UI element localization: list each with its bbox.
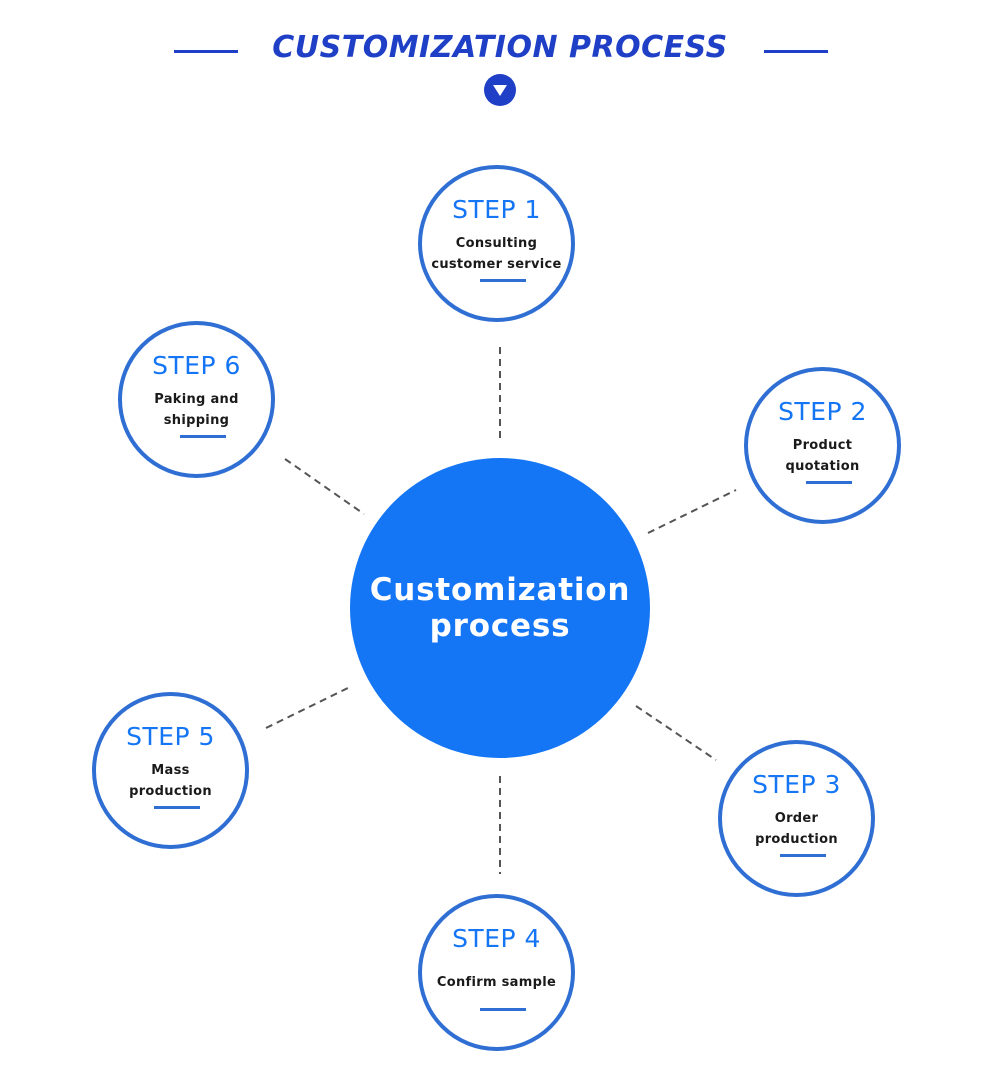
step-underline — [806, 481, 852, 484]
step-title: STEP 6 — [152, 351, 241, 380]
step-description-line: shipping — [163, 413, 230, 428]
title-right-rule — [764, 50, 828, 53]
connector-step2 — [647, 489, 737, 534]
step-underline — [480, 279, 526, 282]
header: CUSTOMIZATION PROCESS — [0, 26, 1000, 76]
step-description-line: Product — [792, 438, 853, 453]
step-description: Product quotation — [748, 435, 897, 477]
step-description-line: production — [755, 832, 838, 847]
step-description-line: Consulting — [455, 236, 538, 251]
step-description: Consulting customer service — [422, 233, 571, 275]
step-3-node: STEP 3 Order production — [718, 740, 875, 897]
center-label-line2: process — [429, 608, 571, 644]
step-description-line: Order — [774, 811, 819, 826]
step-4-node: STEP 4 Confirm sample — [418, 894, 575, 1051]
step-underline — [480, 1008, 526, 1011]
step-description: Mass production — [96, 760, 245, 802]
step-description: Order production — [722, 808, 871, 850]
connector-step6 — [284, 458, 365, 515]
chevron-down-circle-icon — [484, 74, 516, 106]
step-description-line: Mass — [151, 763, 190, 778]
page-title: CUSTOMIZATION PROCESS — [272, 30, 728, 65]
step-description: Confirm sample — [422, 972, 571, 993]
step-description: Paking and shipping — [122, 389, 271, 431]
step-description-line: Confirm sample — [436, 975, 557, 990]
step-1-node: STEP 1 Consulting customer service — [418, 165, 575, 322]
step-description-line: production — [129, 784, 212, 799]
step-5-node: STEP 5 Mass production — [92, 692, 249, 849]
step-title: STEP 4 — [452, 924, 541, 953]
step-underline — [780, 854, 826, 857]
center-node: Customization process — [350, 458, 650, 758]
step-title: STEP 3 — [752, 770, 841, 799]
connector-step5 — [265, 685, 353, 729]
step-underline — [154, 806, 200, 809]
step-title: STEP 1 — [452, 195, 541, 224]
step-2-node: STEP 2 Product quotation — [744, 367, 901, 524]
connector-step3 — [635, 705, 717, 761]
step-underline — [180, 435, 226, 438]
step-description-line: quotation — [785, 459, 860, 474]
step-title: STEP 2 — [778, 397, 867, 426]
step-title: STEP 5 — [126, 722, 215, 751]
step-description-line: customer service — [431, 257, 562, 272]
step-6-node: STEP 6 Paking and shipping — [118, 321, 275, 478]
title-left-rule — [174, 50, 238, 53]
step-description-line: Paking and — [154, 392, 239, 407]
center-label-line1: Customization — [369, 572, 631, 608]
